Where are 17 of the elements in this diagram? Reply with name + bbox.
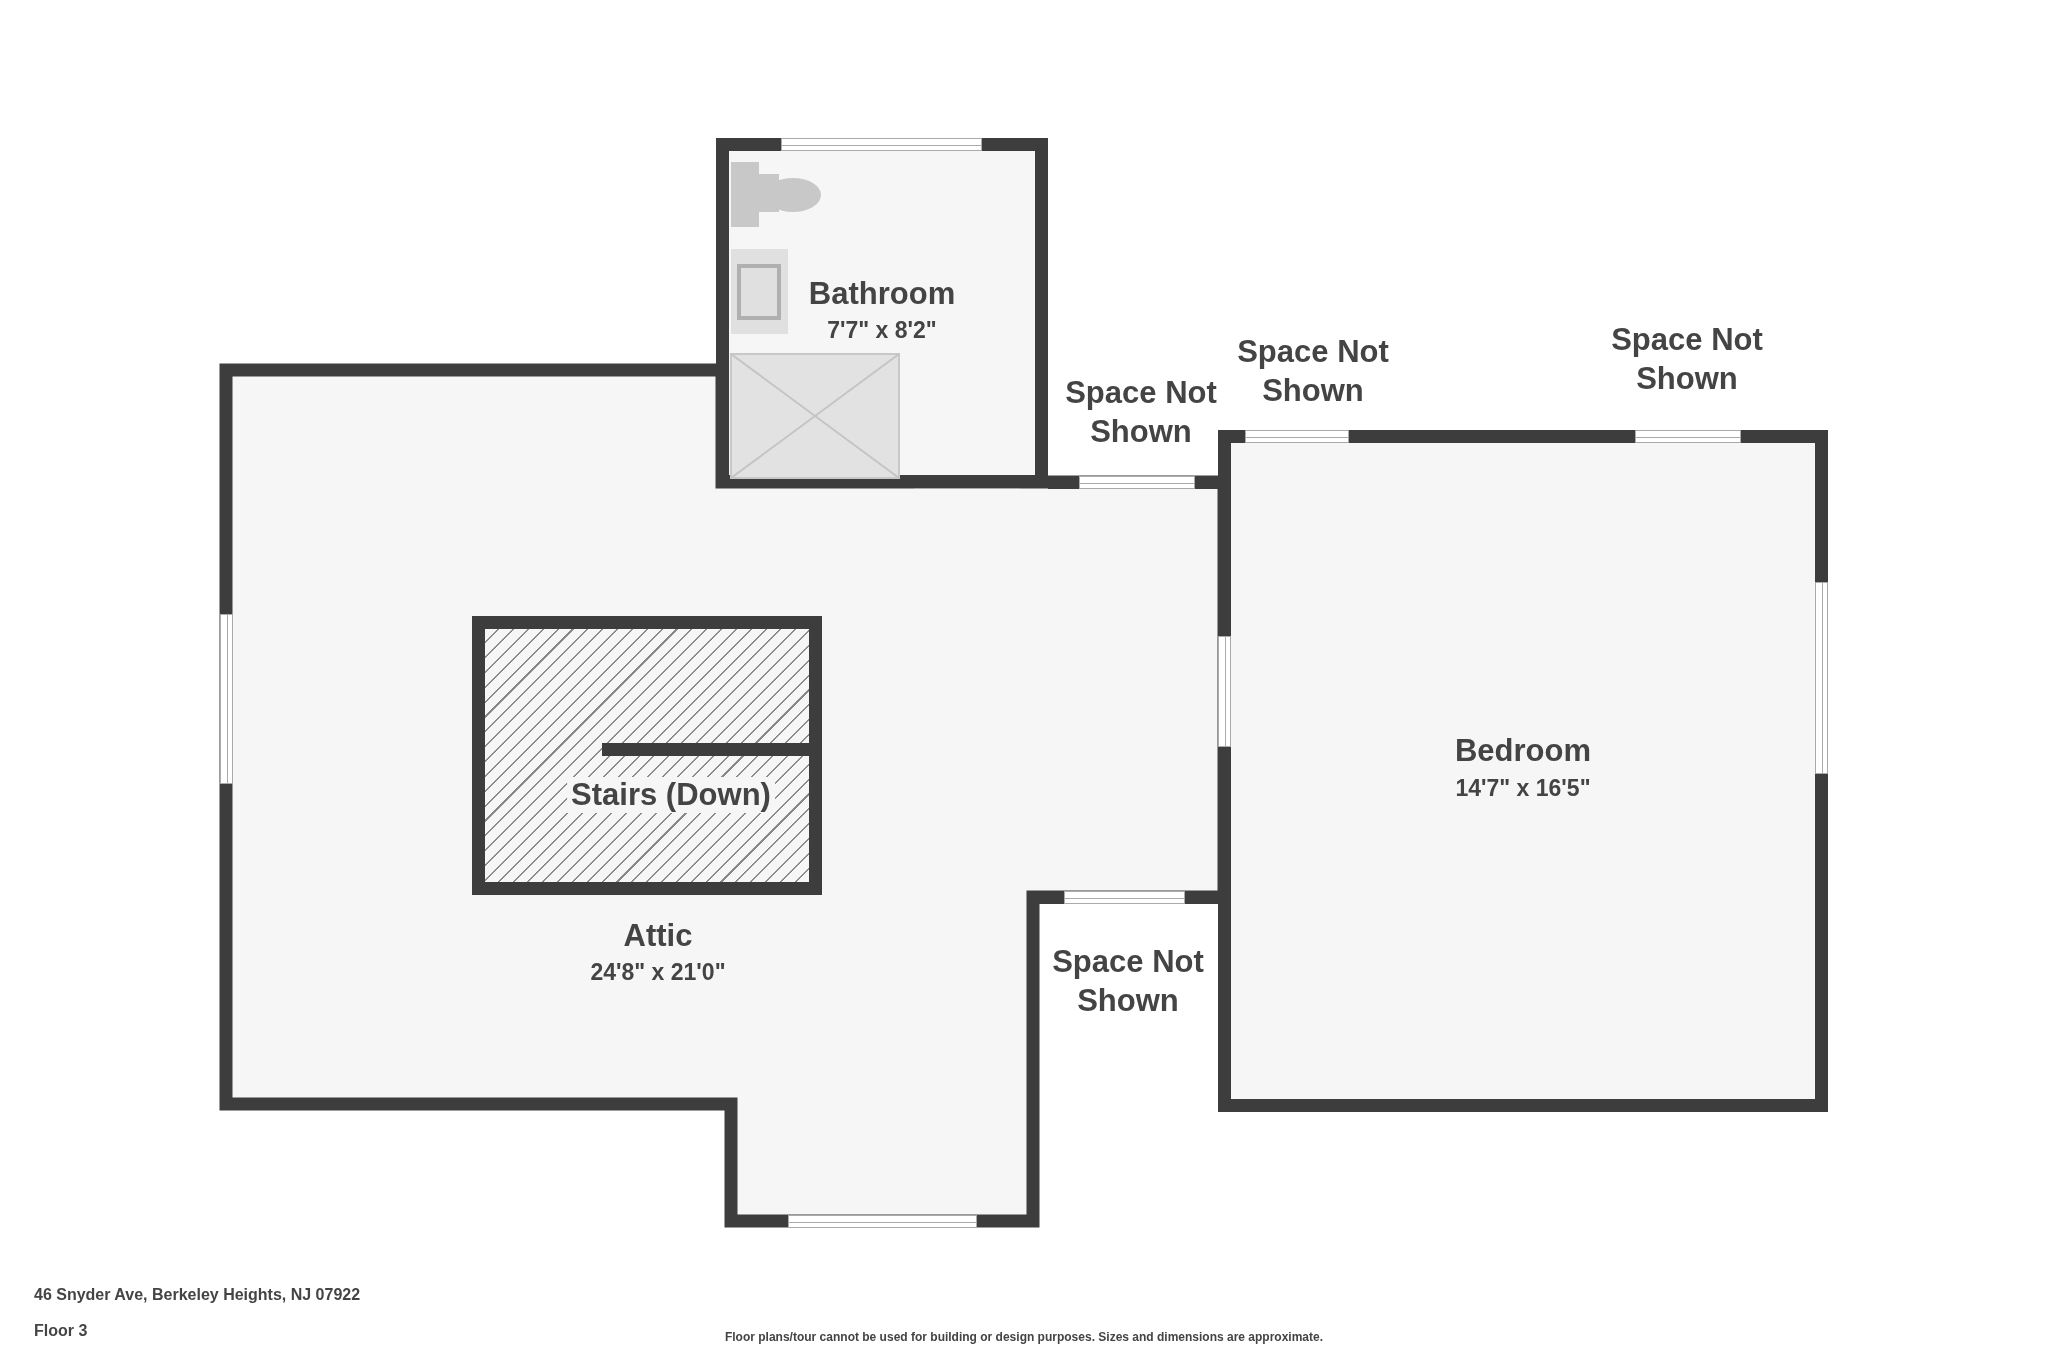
stairs-hatched-area [472,616,822,895]
room-dimensions: 24'8" x 21'0" [590,958,726,986]
room-name: Bathroom [808,276,956,312]
floor-label: Floor 3 [34,1322,88,1340]
room-dimensions: 7'7" x 8'2" [827,316,937,344]
room-name: Stairs (Down) [567,777,775,813]
disclaimer-note: Floor plans/tour cannot be used for building or design purposes. Sizes and dimensions are approximate. [724,1330,1324,1344]
area-label: Space Not Shown [1610,321,1764,398]
area-label: Space Not Shown [1236,333,1390,410]
area-label: Space Not Shown [1064,374,1218,451]
room-floor [1218,430,1828,1112]
area-label: Space Not Shown [1051,943,1205,1020]
room-floor [716,138,1048,488]
room-name: Bedroom [1454,733,1592,769]
room-dimensions: 14'7" x 16'5" [1455,774,1591,802]
address-text: 46 Snyder Ave, Berkeley Heights, NJ 07922 [34,1286,361,1304]
room-name: Attic [623,918,693,954]
